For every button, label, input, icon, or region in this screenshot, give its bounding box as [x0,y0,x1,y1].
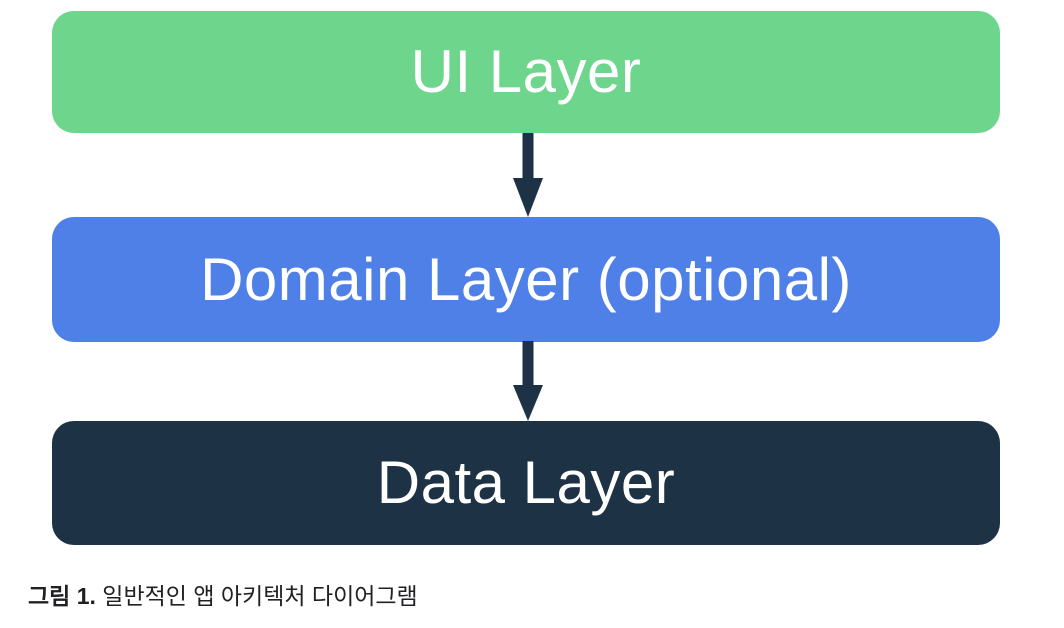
down-arrow-stem [522,341,534,386]
down-arrow-stem [522,133,534,179]
ui-layer-box: UI Layer [52,11,1000,133]
figure-caption-text: 일반적인 앱 아키텍처 다이어그램 [102,583,418,609]
data-layer-box: Data Layer [52,421,1000,545]
down-arrow-icon [513,133,543,217]
ui-layer-label: UI Layer [410,38,642,105]
figure-caption: 그림 1. 일반적인 앱 아키텍처 다이어그램 [28,581,418,611]
down-arrow-head [513,178,543,217]
domain-layer-box: Domain Layer (optional) [52,217,1000,342]
down-arrow-icon [513,341,543,421]
data-layer-label: Data Layer [376,449,676,516]
down-arrow-head [513,385,543,421]
figure-caption-number: 그림 1. [28,583,96,609]
domain-layer-label: Domain Layer (optional) [200,245,852,313]
